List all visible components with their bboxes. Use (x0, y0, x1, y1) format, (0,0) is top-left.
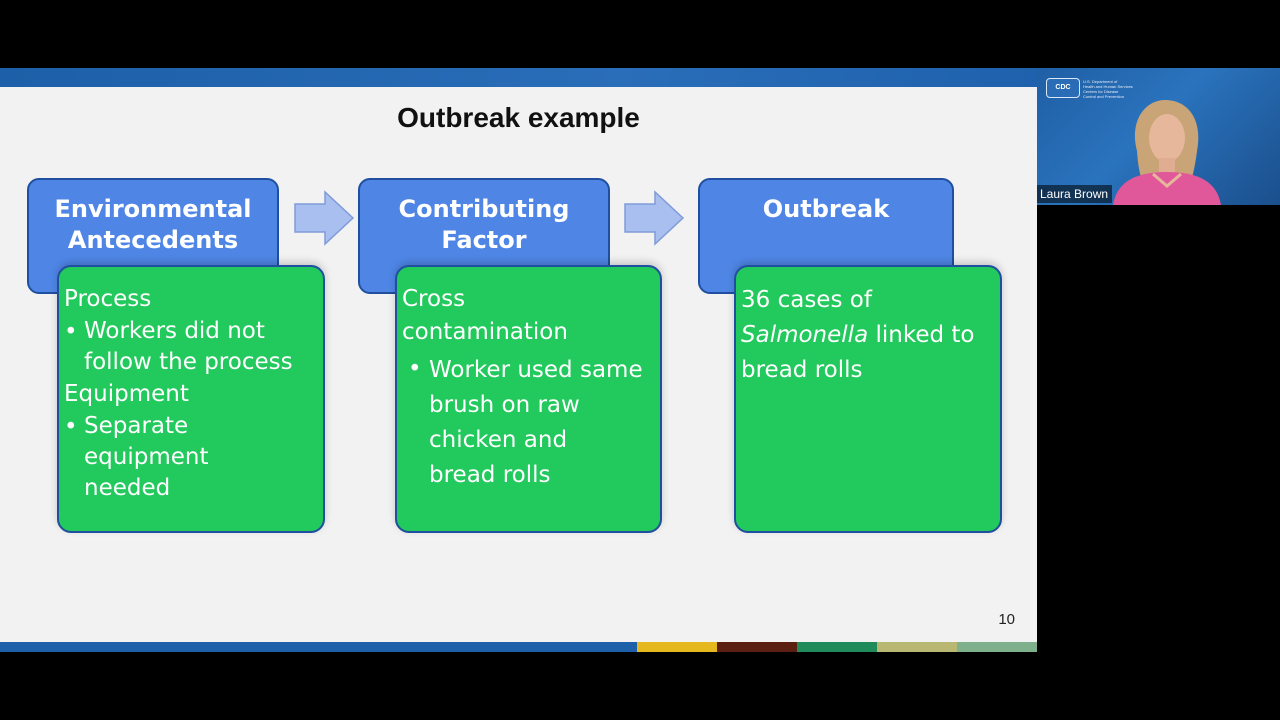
participant-name-label: Laura Brown (1037, 185, 1113, 203)
slide-number: 10 (998, 611, 1015, 628)
slide-title: Outbreak example (397, 102, 640, 133)
header-line: Antecedents (67, 226, 239, 254)
content-box-environmental-antecedents: Process • Workers did not follow the pro… (57, 265, 325, 533)
slide-bottom-bar (0, 642, 1037, 652)
org-text-line: Control and Prevention (1083, 94, 1124, 99)
content-line: bread rolls (741, 357, 863, 383)
org-text-line: Centers for Disease (1083, 89, 1119, 94)
participant-avatar (1113, 100, 1221, 205)
content-heading: contamination (402, 319, 568, 345)
bullet-icon: • (64, 319, 78, 345)
bullet-line: brush on raw (429, 392, 580, 418)
bullet-line: chicken and (429, 427, 568, 453)
organism-name: Salmonella (741, 322, 869, 348)
cdc-logo: CDC (1046, 78, 1080, 98)
org-text-line: Health and Human Services (1083, 84, 1133, 89)
header-line: Outbreak (762, 195, 890, 223)
org-text: U.S. Department of Health and Human Serv… (1083, 79, 1173, 99)
content-heading: Equipment (64, 381, 189, 407)
bullet-line: equipment (84, 444, 209, 470)
bullet-line: Workers did not (84, 318, 265, 344)
bullet-item: • Worker used same brush on raw chicken … (402, 353, 656, 493)
content-box-outbreak: 36 cases of Salmonella linked to bread r… (734, 265, 1002, 533)
content-line: Salmonella linked to (741, 318, 996, 353)
presentation-slide: Outbreak example Environmental Anteceden… (0, 68, 1037, 652)
content-box-contributing-factor: Cross contamination • Worker used same b… (395, 265, 662, 533)
slide-top-bar (0, 68, 1037, 87)
header-line: Factor (441, 226, 527, 254)
right-arrow-icon (624, 190, 685, 246)
right-arrow-icon (294, 190, 355, 246)
bullet-line: Separate (84, 413, 189, 439)
participant-video-tile[interactable]: CDC U.S. Department of Health and Human … (1037, 68, 1280, 205)
content-line: 36 cases of (741, 287, 872, 313)
bottom-bar-segment (0, 642, 637, 652)
header-line: Contributing (398, 195, 570, 223)
bullet-line: Worker used same (429, 357, 643, 383)
bottom-bar-segment (637, 642, 717, 652)
bullet-item: • Separate equipment needed (64, 411, 319, 504)
bullet-line: needed (84, 475, 171, 501)
org-text-line: U.S. Department of (1083, 79, 1118, 84)
header-line: Environmental (54, 195, 252, 223)
content-heading: Process (64, 286, 152, 312)
bullet-icon: • (64, 414, 78, 440)
bullet-line: follow the process (84, 349, 293, 375)
bullet-icon: • (408, 356, 422, 382)
bottom-bar-segment (717, 642, 797, 652)
bottom-bar-segment (957, 642, 1037, 652)
bottom-bar-segment (877, 642, 957, 652)
bottom-bar-segment (797, 642, 877, 652)
bullet-line: bread rolls (429, 462, 551, 488)
content-heading: Cross (402, 286, 466, 312)
bullet-item: • Workers did not follow the process (64, 316, 319, 378)
content-text: linked to (868, 322, 975, 348)
